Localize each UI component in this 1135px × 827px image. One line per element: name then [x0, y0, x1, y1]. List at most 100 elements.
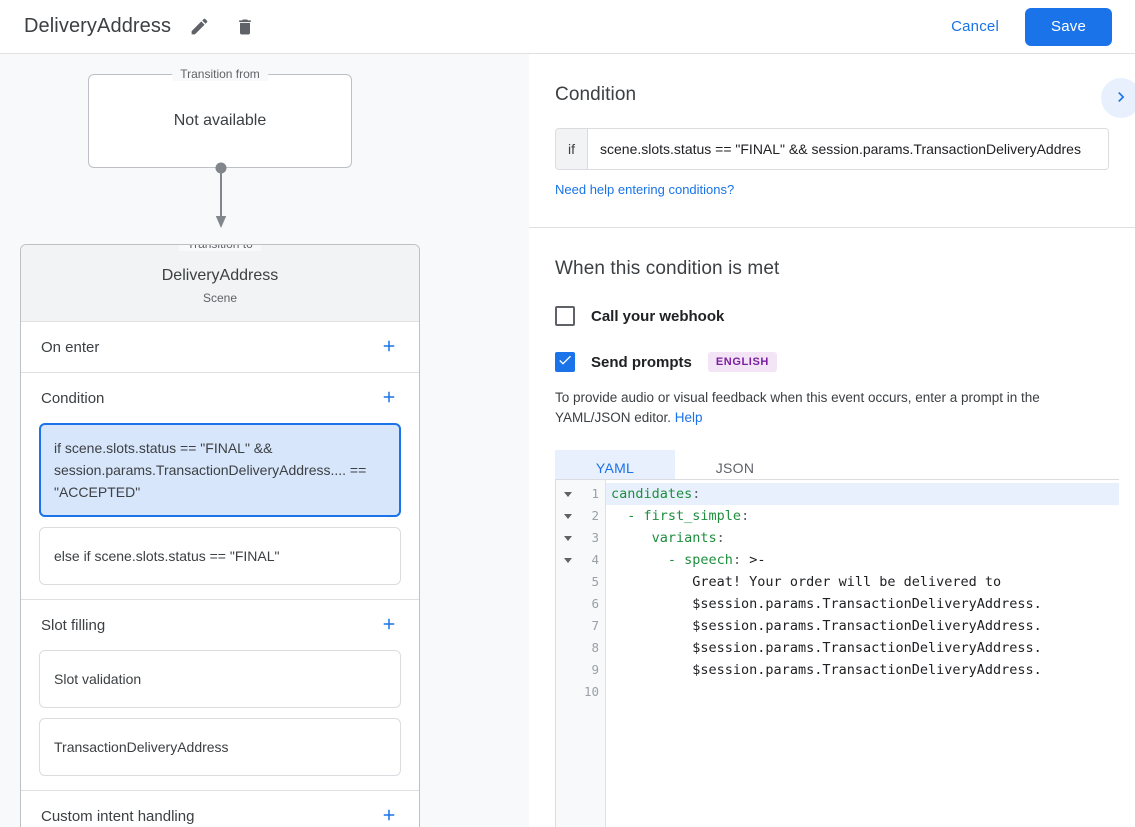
line-number: 8: [591, 640, 599, 655]
code-line[interactable]: variants:: [651, 530, 725, 546]
help-link[interactable]: Help: [674, 410, 703, 425]
line-number: 6: [591, 596, 599, 611]
section-label-on-enter: On enter: [41, 338, 100, 356]
send-prompts-row[interactable]: Send prompts ENGLISH: [555, 352, 1109, 372]
tab-json[interactable]: JSON: [675, 450, 795, 486]
line-number: 4: [591, 552, 599, 567]
call-webhook-row[interactable]: Call your webhook: [555, 306, 1109, 326]
line-number: 10: [583, 684, 599, 699]
fold-spacer: [556, 593, 580, 615]
fold-toggle-icon[interactable]: [556, 549, 580, 571]
section-header-condition[interactable]: Condition: [21, 373, 419, 423]
section-header-custom-intent-handling[interactable]: Custom intent handling: [21, 791, 419, 827]
transition-from-legend: Transition from: [172, 67, 268, 81]
section-condition: Condition if scene.slots.status == "FINA…: [21, 372, 419, 599]
editor-fold-gutter[interactable]: [556, 480, 580, 827]
section-label-custom-intent-handling: Custom intent handling: [41, 807, 195, 825]
fold-spacer: [556, 681, 580, 703]
fold-toggle-icon[interactable]: [556, 483, 580, 505]
condition-input[interactable]: [588, 129, 1108, 169]
line-number: 5: [591, 574, 599, 589]
list-item[interactable]: Slot validation: [39, 650, 401, 708]
section-on-enter: On enter: [21, 321, 419, 372]
transition-to-legend: Transition to: [179, 245, 261, 251]
chevron-right-icon: [1111, 87, 1131, 110]
condition-heading: Condition: [555, 84, 637, 105]
checkmark-icon: [557, 352, 573, 373]
yaml-code-editor[interactable]: 1 2 3 4 5 6 7 8 9 10 candidates: - first_simple: …: [555, 479, 1119, 827]
fold-spacer: [556, 571, 580, 593]
code-line[interactable]: Great! Your order will be delivered to: [692, 574, 1002, 590]
line-number: 3: [591, 530, 599, 545]
save-button[interactable]: Save: [1025, 7, 1112, 46]
add-condition-button[interactable]: [373, 382, 405, 414]
condition-block: Condition if Need help entering conditio…: [529, 54, 1135, 199]
plus-icon: [380, 806, 398, 827]
list-item[interactable]: else if scene.slots.status == "FINAL": [39, 527, 401, 585]
pencil-icon: [189, 16, 210, 37]
language-badge: ENGLISH: [707, 352, 777, 372]
plus-icon: [380, 337, 398, 358]
condition-input-row: if: [555, 128, 1109, 170]
call-webhook-label: Call your webhook: [591, 307, 725, 325]
transition-from-value: Not available: [173, 112, 267, 129]
fold-spacer: [556, 637, 580, 659]
editor-line-number-gutter: 1 2 3 4 5 6 7 8 9 10: [580, 480, 606, 827]
section-body-slot-filling: Slot validation TransactionDeliveryAddre…: [21, 650, 419, 790]
send-prompts-checkbox[interactable]: [555, 352, 575, 372]
fold-toggle-icon[interactable]: [556, 527, 580, 549]
call-webhook-checkbox[interactable]: [555, 306, 575, 326]
transition-graph-panel: Transition from Not available Transition…: [0, 54, 529, 827]
transition-connector-arrow: [215, 162, 227, 232]
expand-panel-button[interactable]: [1101, 78, 1135, 118]
section-body-condition: if scene.slots.status == "FINAL" && sess…: [21, 423, 419, 599]
add-slot-filling-button[interactable]: [373, 609, 405, 641]
code-line[interactable]: [606, 681, 1119, 703]
line-number: 7: [591, 618, 599, 633]
scene-header[interactable]: DeliveryAddress Scene: [21, 245, 419, 321]
section-custom-intent-handling: Custom intent handling: [21, 790, 419, 827]
fold-spacer: [556, 659, 580, 681]
list-item[interactable]: if scene.slots.status == "FINAL" && sess…: [39, 423, 401, 517]
transition-from-card: Transition from Not available: [88, 67, 352, 168]
code-line[interactable]: - speech: >-: [667, 552, 766, 568]
top-app-bar: DeliveryAddress Cancel Save: [0, 0, 1135, 54]
section-header-on-enter[interactable]: On enter: [21, 322, 419, 372]
code-line[interactable]: $session.params.TransactionDeliveryAddre…: [692, 662, 1042, 678]
delete-button[interactable]: [227, 9, 263, 45]
section-label-condition: Condition: [41, 389, 105, 407]
when-condition-heading: When this condition is met: [555, 258, 780, 279]
if-prefix-label: if: [556, 129, 588, 169]
code-line[interactable]: $session.params.TransactionDeliveryAddre…: [692, 640, 1042, 656]
when-condition-met-block: When this condition is met Call your web…: [529, 228, 1135, 486]
plus-icon: [380, 615, 398, 636]
code-line[interactable]: candidates:: [606, 483, 1119, 505]
section-label-slot-filling: Slot filling: [41, 616, 106, 634]
scene-name: DeliveryAddress: [161, 267, 279, 284]
helper-text-body: To provide audio or visual feedback when…: [555, 390, 1040, 425]
code-line[interactable]: $session.params.TransactionDeliveryAddre…: [692, 618, 1042, 634]
line-number: 9: [591, 662, 599, 677]
transition-to-card: Transition to DeliveryAddress Scene On e…: [20, 244, 420, 827]
send-prompts-label: Send prompts: [591, 353, 692, 371]
line-number: 1: [591, 486, 599, 501]
trash-icon: [235, 17, 255, 37]
add-custom-intent-button[interactable]: [373, 800, 405, 827]
edit-name-button[interactable]: [181, 9, 217, 45]
scene-type: Scene: [202, 291, 238, 305]
panel-divider: [529, 227, 1135, 228]
fold-toggle-icon[interactable]: [556, 505, 580, 527]
line-number: 2: [591, 508, 599, 523]
code-line[interactable]: - first_simple:: [627, 508, 750, 524]
section-header-slot-filling[interactable]: Slot filling: [21, 600, 419, 650]
editor-code-area[interactable]: candidates: - first_simple: variants: - …: [606, 480, 1119, 827]
add-on-enter-button[interactable]: [373, 331, 405, 363]
code-line[interactable]: $session.params.TransactionDeliveryAddre…: [692, 596, 1042, 612]
fold-spacer: [556, 615, 580, 637]
cancel-button[interactable]: Cancel: [937, 10, 1013, 43]
list-item[interactable]: TransactionDeliveryAddress: [39, 718, 401, 776]
plus-icon: [380, 388, 398, 409]
need-help-conditions-link[interactable]: Need help entering conditions?: [555, 182, 735, 197]
section-slot-filling: Slot filling Slot validation Transaction…: [21, 599, 419, 790]
page-title: DeliveryAddress: [24, 15, 172, 37]
